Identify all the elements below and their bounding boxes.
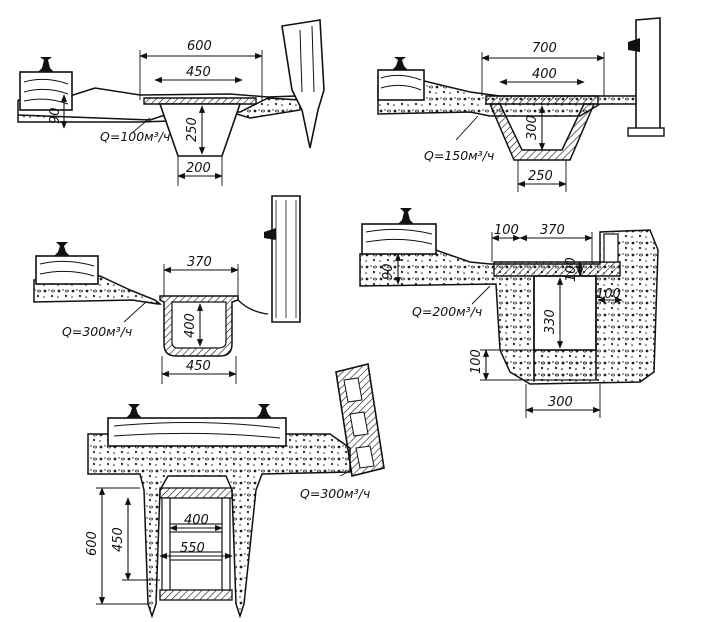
- fig3-rail: [54, 242, 70, 256]
- figure-1: 600 450 250 200 90 Q=100м³/ч: [17, 19, 325, 186]
- figure-4: 100 370 90 100 330 100 100 300 Q=200м³/ч: [359, 208, 659, 418]
- fig1-dim-250: 250: [185, 117, 200, 142]
- fig5-rail-right: [256, 404, 272, 418]
- fig1-rail: [38, 57, 54, 72]
- fig3-dim-400: 400: [183, 313, 198, 338]
- fig2-dim-700: 700: [532, 41, 557, 56]
- fig2-flow-label: Q=150м³/ч: [424, 148, 494, 163]
- fig4-cover-slab: [493, 261, 621, 277]
- fig4-rail: [398, 208, 414, 224]
- fig4-flow-label: Q=200м³/ч: [412, 304, 482, 319]
- fig4-gravel-bed: [533, 349, 597, 381]
- fig1-dim-600: 600: [187, 39, 212, 54]
- figure-5: 600 450 400 550 Q=300м³/ч: [85, 363, 385, 619]
- fig5-ground: [87, 433, 351, 619]
- fig2-rail: [392, 57, 408, 70]
- fig5-frame-top: [159, 487, 233, 499]
- fig4-dim-100-side: 100: [596, 287, 621, 302]
- fig1-trench: [158, 103, 242, 157]
- fig5-dim-600: 600: [85, 531, 100, 556]
- fig5-dim-400: 400: [184, 513, 209, 528]
- fig5-flow-label: Q=300м³/ч: [300, 486, 370, 501]
- fig4-dim-90: 90: [381, 263, 396, 280]
- fig4-dim-100-bottom: 100: [469, 349, 484, 374]
- fig1-cover-slab: [143, 97, 257, 105]
- fig1-dim-450: 450: [186, 65, 211, 80]
- fig5-dim-450: 450: [111, 527, 126, 552]
- fig1-post: [281, 19, 325, 149]
- fig2-dim-300: 300: [525, 115, 540, 140]
- fig2-post: [635, 17, 661, 135]
- fig2-dim-400: 400: [532, 67, 557, 82]
- fig3-dim-370: 370: [187, 255, 212, 270]
- fig4-dim-100-slab: 100: [564, 257, 579, 282]
- fig5-frame-bottom: [159, 589, 233, 601]
- fig2-dim-250: 250: [528, 169, 553, 184]
- fig1-dim-90: 90: [48, 107, 63, 124]
- fig3-sleeper: [35, 255, 99, 285]
- fig4-dim-330: 330: [543, 309, 558, 334]
- fig5-rail-left: [126, 404, 142, 418]
- figure-3: 370 400 450 Q=300м³/ч: [33, 195, 301, 384]
- fig4-dim-300: 300: [548, 395, 573, 410]
- fig4-dim-370: 370: [540, 223, 565, 238]
- fig5-dim-550: 550: [180, 541, 205, 556]
- fig1-flow-label: Q=100м³/ч: [100, 129, 170, 144]
- fig4-trench: [533, 275, 597, 351]
- figure-2: 700 400 300 250 Q=150м³/ч: [377, 17, 665, 192]
- fig2-trench-lining: [488, 103, 596, 161]
- fig3-flow-label: Q=300м³/ч: [62, 324, 132, 339]
- fig3-dim-450: 450: [186, 359, 211, 374]
- fig2-cover-slab: [485, 95, 599, 105]
- fig1-dim-200: 200: [186, 161, 211, 176]
- fig4-dim-100-top: 100: [494, 223, 519, 238]
